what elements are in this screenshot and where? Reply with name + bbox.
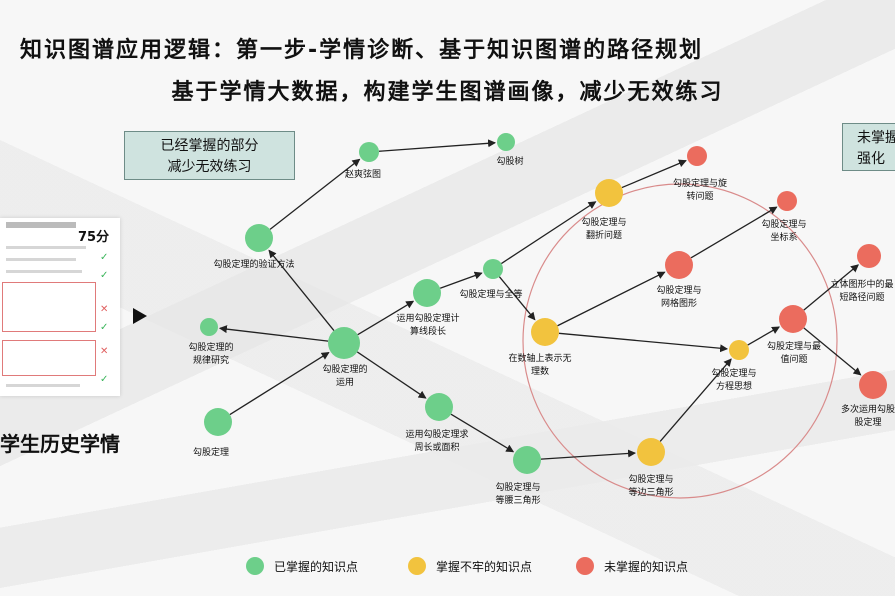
node-unmastered [859,371,887,399]
node-label: 运用勾股定理求周长或面积 [405,428,468,453]
node-unmastered [857,244,881,268]
node-label: 勾股定理与方程思想 [711,367,756,392]
check-icon: ✓ [100,252,108,263]
node-unmastered [665,251,693,279]
worksheet-line [6,384,80,387]
callout-mastered-line1: 已经掌握的部分 [125,136,294,157]
legend-label-mastered: 已掌握的知识点 [274,558,358,575]
legend-dot-mastered [246,557,264,575]
check-icon: ✓ [100,270,108,281]
edge-arrow [541,453,635,459]
legend-item-mastered: 已掌握的知识点 [246,557,358,575]
node-mastered [413,279,441,307]
node-shaky [637,438,665,466]
node-shaky [531,318,559,346]
node-label: 勾股定理与翻折问题 [581,216,626,241]
check-icon: ✓ [100,374,108,385]
edge-arrow [559,333,727,349]
node-label: 赵爽弦图 [345,168,381,180]
edge-arrow [357,352,425,398]
callout-unmastered-line1: 未掌握 [857,128,895,149]
node-label: 勾股定理的规律研究 [188,341,233,366]
node-unmastered [687,146,707,166]
worksheet-error-box [2,340,96,376]
unmastered-region-circle [523,184,837,498]
node-mastered [204,408,232,436]
arrow-right-icon [133,308,147,324]
title-line1: 知识图谱应用逻辑：第一步-学情诊断、基于知识图谱的路径规划 [20,32,703,64]
node-label: 勾股定理的验证方法 [213,258,294,270]
worksheet-line [6,246,86,249]
node-label: 多次运用勾股股定理 [841,403,895,428]
node-mastered [425,393,453,421]
worksheet-score: 75分 [78,226,109,245]
node-label: 运用勾股定理计算线段长 [396,312,459,337]
legend-label-unmastered: 未掌握的知识点 [604,558,688,575]
legend: 已掌握的知识点 掌握不牢的知识点 未掌握的知识点 [0,557,895,581]
node-mastered [359,142,379,162]
check-icon: ✓ [100,322,108,333]
node-label: 勾股定理 [193,446,229,458]
legend-dot-shaky [408,557,426,575]
legend-label-shaky: 掌握不牢的知识点 [436,558,532,575]
callout-mastered-line2: 减少无效练习 [125,157,294,178]
node-mastered [483,259,503,279]
worksheet-error-box [2,282,96,332]
node-mastered [245,224,273,252]
worksheet-line [6,258,76,261]
title-line2: 基于学情大数据，构建学生图谱画像，减少无效练习 [0,74,895,106]
edge-arrow [440,273,482,288]
edge-arrow [220,328,328,341]
student-worksheet-thumbnail: 75分 ✓ ✓ ✕ ✓ ✕ ✓ [0,218,120,396]
history-label: 学生历史学情 [0,428,120,457]
node-label: 勾股定理与最值问题 [767,340,821,365]
node-label: 勾股定理与网格图形 [656,284,701,309]
callout-unmastered-line2: 强化 [857,149,895,170]
worksheet-header [6,222,76,228]
legend-dot-unmastered [576,557,594,575]
legend-item-unmastered: 未掌握的知识点 [576,557,688,575]
node-label: 勾股定理与等腰三角形 [495,481,540,506]
node-label: 勾股定理与全等 [459,288,522,300]
edge-arrow [558,272,665,326]
node-mastered [328,327,360,359]
node-label: 在数轴上表示无理数 [508,352,571,377]
edge-arrow [230,353,329,415]
node-mastered [200,318,218,336]
node-label: 勾股树 [496,155,523,167]
node-shaky [729,340,749,360]
legend-item-shaky: 掌握不牢的知识点 [408,557,532,575]
callout-unmastered: 未掌握 强化 [842,123,895,171]
node-mastered [513,446,541,474]
edge-arrow [379,143,495,151]
edge-arrow [691,207,777,258]
node-label: 立体图形中的最短路径问题 [830,278,893,303]
node-unmastered [777,191,797,211]
cross-icon: ✕ [100,346,108,357]
node-mastered [497,133,515,151]
node-unmastered [779,305,807,333]
node-label: 勾股定理与等边三角形 [628,473,673,498]
worksheet-line [6,270,82,273]
callout-mastered: 已经掌握的部分 减少无效练习 [124,131,295,180]
cross-icon: ✕ [100,304,108,315]
node-label: 勾股定理的运用 [322,363,367,388]
node-shaky [595,179,623,207]
